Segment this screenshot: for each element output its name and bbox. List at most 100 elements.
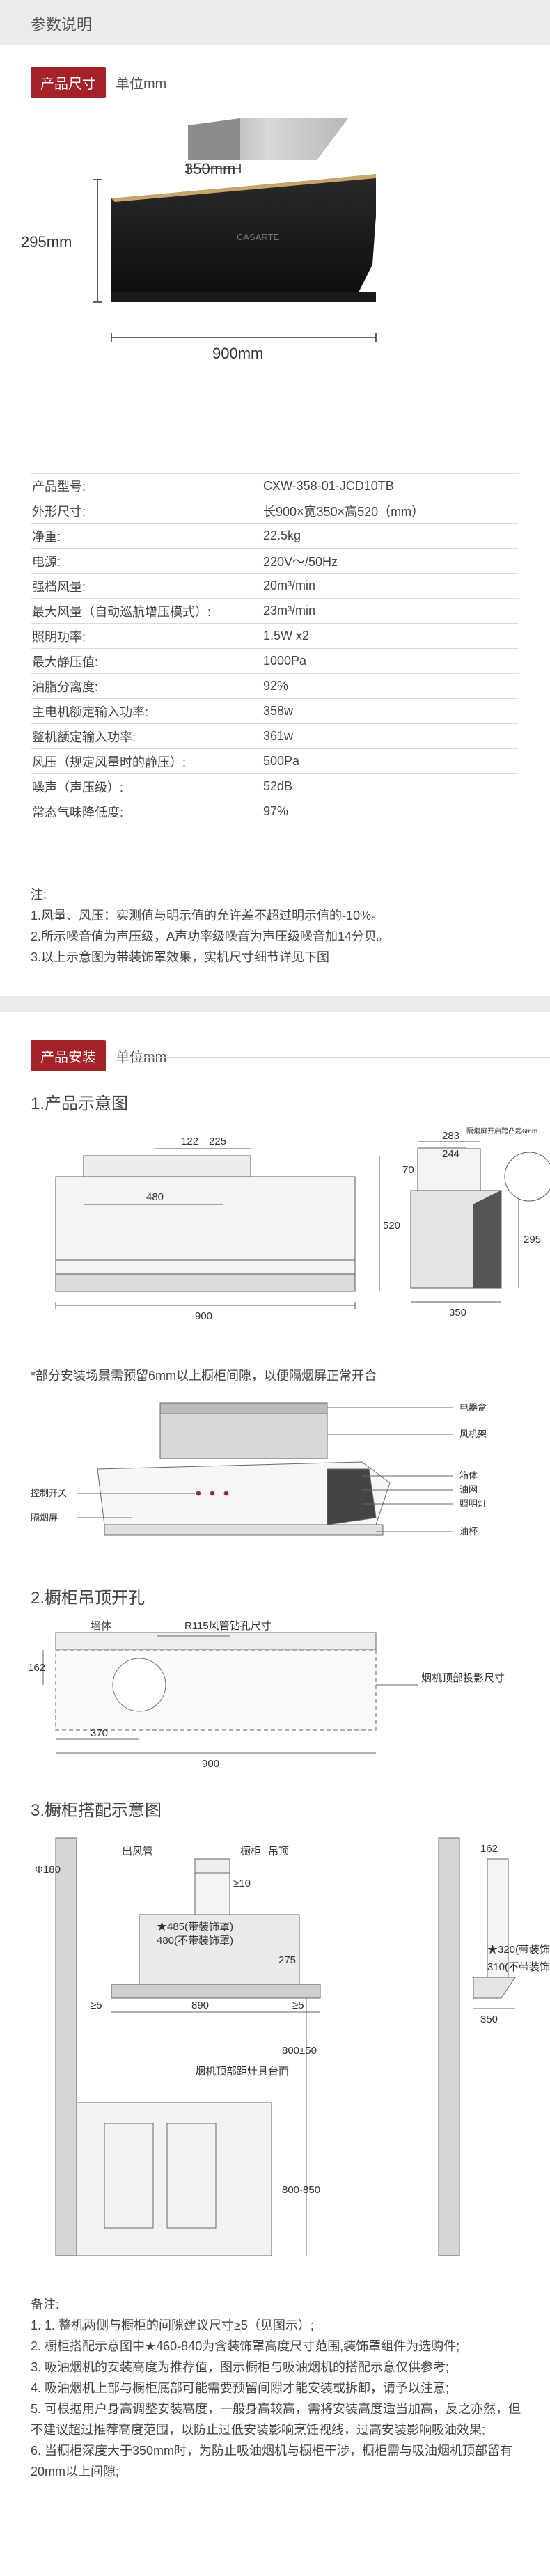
side-d320: ★320(带装饰罩) xyxy=(487,1944,550,1956)
cab-d800-50: 800±50 xyxy=(282,2045,317,2057)
dim-295: 295 xyxy=(524,1234,541,1246)
size-badge: 产品尺寸 xyxy=(31,67,106,98)
spec-label: 常态气味降低度: xyxy=(32,805,124,819)
spec-row: 最大风量（自动巡航增压模式）:23m³/min xyxy=(31,599,518,624)
spec-row: 常态气味降低度: 97% xyxy=(31,799,518,824)
spec-value: 500Pa xyxy=(263,754,300,768)
spec-value: CXW-358-01-JCD10TB xyxy=(263,478,394,493)
dim-900: 900 xyxy=(195,1310,212,1322)
spec-notes: 注: 1.风量、风压：实测值与明示值的允许差不超过明示值的-10%。 2.所示噪… xyxy=(31,884,532,968)
sub-ceiling-hole: 2.橱柜吊顶开孔 xyxy=(31,1589,146,1608)
part-smoke-screen: 隔烟屏 xyxy=(31,1512,58,1523)
spec-row: 油脂分离度: 92% xyxy=(31,674,518,699)
header-bar: 参数说明 xyxy=(0,0,550,45)
hole-d900: 900 xyxy=(202,1758,219,1770)
spec-value: 22.5kg xyxy=(263,528,301,542)
spec-note-3: 3.以上示意图为带装饰罩效果，实机尺寸细节详见下图 xyxy=(31,950,330,964)
spec-label: 噪声（声压级）: xyxy=(32,780,124,794)
dim-height: 295mm xyxy=(21,233,72,251)
cab-top-to-counter: 烟机顶部距灶具台面 xyxy=(195,2066,289,2078)
install-head-line xyxy=(127,1057,550,1058)
cab-ceiling: 吊顶 xyxy=(268,1846,289,1858)
bottom-note-5: 5. 可根据用户身高调整安装高度，一般身高较高，需将安装高度适当加高，反之亦然，… xyxy=(31,2402,521,2437)
cab-d5: ≥5 xyxy=(91,2000,102,2011)
spec-row: 强档风量: 20m³/min xyxy=(31,574,518,599)
spec-label: 主电机额定输入功率: xyxy=(32,705,149,719)
spec-value: 1000Pa xyxy=(263,654,307,668)
dim-244: 244 xyxy=(442,1148,459,1160)
cabinet-diagram: 出风管 橱柜 吊顶 Φ180 ≥10 ★485(带装饰罩) 480(不带装饰罩)… xyxy=(35,1837,550,2256)
spec-row: 电源:220V～/50Hz xyxy=(31,549,518,574)
cab-duct: 出风管 xyxy=(122,1846,153,1858)
part-electric-box: 电器盒 xyxy=(459,1402,487,1413)
cab-d890: 890 xyxy=(191,2000,209,2011)
dim-225: 225 xyxy=(209,1136,226,1147)
spec-row: 产品型号:CXW-358-01-JCD10TB xyxy=(31,473,518,498)
dim-480: 480 xyxy=(146,1191,164,1203)
side-d310: 310(不带装饰罩) xyxy=(487,1961,550,1973)
bottom-note-4: 4. 吸油烟机上部与橱柜底部可能需要预留间隙才能安装或拆卸，请予以注意; xyxy=(31,2381,450,2395)
dim-width: 900mm xyxy=(212,345,263,362)
spec-value: 97% xyxy=(263,804,289,818)
spec-row: 外形尺寸:长900×宽350×高520（mm） xyxy=(31,498,518,524)
part-control-switch: 控制开关 xyxy=(31,1488,67,1498)
spec-label: 外形尺寸: xyxy=(32,504,86,519)
spec-notes-title: 注: xyxy=(31,888,47,902)
dim-70: 70 xyxy=(402,1164,414,1176)
spec-row: 整机额定输入功率:361w xyxy=(31,724,518,749)
part-light: 照明灯 xyxy=(459,1498,487,1509)
parts-diagram: 电器盒 风机架 箱体 油网 照明灯 油杯 控制开关 隔烟屏 xyxy=(31,1402,487,1537)
spec-value: 20m³/min xyxy=(263,579,316,592)
spec-value: 1.5W x2 xyxy=(263,629,310,643)
hole-wall: 墙体 xyxy=(91,1620,111,1632)
spec-row: 净重: 22.5kg xyxy=(31,524,518,549)
spec-row: 主电机额定输入功率: 358w xyxy=(31,699,518,724)
dim-350: 350 xyxy=(449,1307,466,1319)
cab-d275: 275 xyxy=(278,1954,296,1966)
install-section-head: 产品安装 单位mm xyxy=(31,1040,166,1071)
hood-illustration: CASARTE 350mm 295mm 900mm xyxy=(21,118,377,362)
size-section-head: 产品尺寸 单位mm xyxy=(31,67,166,98)
bottom-notes-title: 备注: xyxy=(31,2298,60,2311)
cab-d485: ★485(带装饰罩) xyxy=(157,1921,233,1933)
install-badge: 产品安装 xyxy=(31,1040,106,1071)
spec-label: 电源: xyxy=(32,554,61,569)
spec-row: 最大静压值: 1000Pa xyxy=(31,649,518,674)
spec-value: 358w xyxy=(263,704,294,718)
bottom-note-3: 3. 吸油烟机的安装高度为推荐值，图示橱柜与吸油烟机的搭配示意仅供参考; xyxy=(31,2360,450,2374)
cab-d5b: ≥5 xyxy=(292,2000,304,2011)
spec-row: 噪声（声压级）: 52dB xyxy=(31,774,518,799)
bottom-notes: 备注: 1. 1. 整机两侧与橱柜的间隙建议尺寸≥5（见图示）; 2. 橱柜搭配… xyxy=(31,2294,532,2482)
part-oil-filter: 油网 xyxy=(459,1484,478,1495)
spec-value: 52dB xyxy=(263,779,293,793)
spec-label: 最大静压值: xyxy=(32,654,99,669)
dim-122: 122 xyxy=(181,1136,198,1147)
install-unit: 单位mm xyxy=(116,1050,167,1065)
spec-value: 23m³/min xyxy=(263,604,316,618)
spec-note-2: 2.所示噪音值为声压级，A声功率级噪音为声压级噪音加14分贝。 xyxy=(31,929,390,943)
dim-520: 520 xyxy=(383,1220,400,1232)
spec-value: 361w xyxy=(263,729,294,743)
callout-gap: 隔烟屏开启跨凸起6mm xyxy=(466,1126,537,1136)
svg-text:CASARTE: CASARTE xyxy=(237,232,279,242)
part-body: 箱体 xyxy=(459,1470,478,1481)
dim-283: 283 xyxy=(442,1130,459,1142)
part-fan-frame: 风机架 xyxy=(459,1429,487,1439)
bottom-note-1: 1. 1. 整机两侧与橱柜的间隙建议尺寸≥5（见图示）; xyxy=(31,2318,314,2332)
dim-top-width: 350mm xyxy=(184,160,235,178)
spec-label: 油脂分离度: xyxy=(32,680,99,694)
hole-d162: 162 xyxy=(28,1662,45,1674)
cab-d180: Φ180 xyxy=(35,1864,61,1876)
spec-label: 净重: xyxy=(32,529,61,544)
cab-d480: 480(不带装饰罩) xyxy=(157,1935,233,1947)
sub-product-diagram: 1.产品示意图 xyxy=(31,1094,129,1113)
cab-d10: ≥10 xyxy=(233,1878,251,1890)
sub-cabinet: 3.橱柜搭配示意图 xyxy=(31,1801,162,1820)
spec-label: 强档风量: xyxy=(32,579,86,594)
hole-d370: 370 xyxy=(91,1727,108,1739)
spec-value: 92% xyxy=(263,679,289,693)
bottom-note-6: 6. 当橱柜深度大于350mm时，为防止吸油烟机与橱柜干涉，橱柜需与吸油烟机顶部… xyxy=(31,2444,513,2479)
spec-label: 照明功率: xyxy=(32,629,86,644)
